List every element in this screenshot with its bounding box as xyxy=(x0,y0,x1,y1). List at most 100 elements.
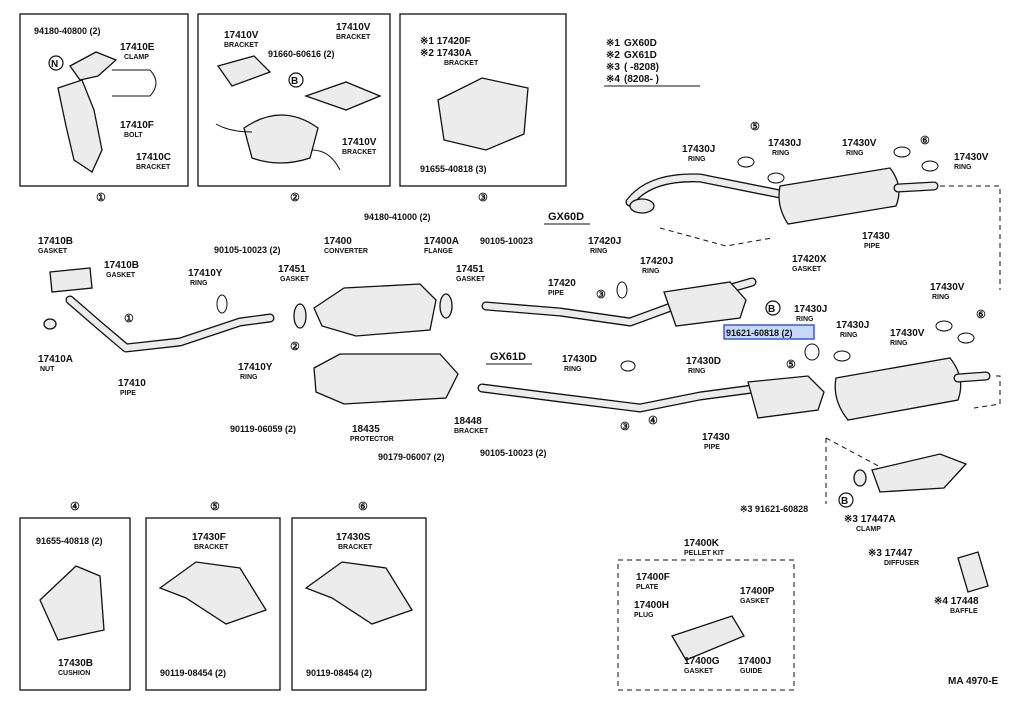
label-90179[interactable]: 90179-06007 (2) xyxy=(378,452,445,462)
label-90119-a[interactable]: 90119-06059 (2) xyxy=(230,424,296,434)
front-pipe-assembly: 17410B GASKET 17410B GASKET 17410A NUT ①… xyxy=(38,236,310,397)
label-17451-b-name: GASKET xyxy=(456,276,486,283)
label-17430j-b-name: RING xyxy=(772,150,790,157)
label-17430d-b[interactable]: 17430D xyxy=(686,356,721,367)
label-17420j-a[interactable]: 17420J xyxy=(588,236,621,247)
bracket-17410c-shape xyxy=(57,79,103,173)
legend-row-2-text: GX61D xyxy=(624,50,657,61)
label-17410y-b[interactable]: 17410Y xyxy=(238,362,273,373)
label-17410b-a-name: GASKET xyxy=(38,248,68,255)
ref-6-mid: ⑥ xyxy=(976,309,986,321)
label-18435-name: PROTECTOR xyxy=(350,436,394,443)
label-91655-b[interactable]: 91655-40818 (2) xyxy=(36,536,103,546)
diffuser-shape xyxy=(871,453,968,493)
label-17430-a[interactable]: 17430 xyxy=(862,231,890,242)
label-17410v-c-name: BRACKET xyxy=(342,149,377,156)
label-17400f-name: PLATE xyxy=(636,584,659,591)
label-90105-b[interactable]: 90105-10023 xyxy=(480,236,533,246)
label-90119-b[interactable]: 90119-08454 (2) xyxy=(160,668,226,678)
label-91660[interactable]: 91660-60616 (2) xyxy=(268,49,335,59)
label-17420j-b[interactable]: 17420J xyxy=(640,256,673,267)
label-94180-40800[interactable]: 94180-40800 (2) xyxy=(34,26,101,36)
label-17430d-a[interactable]: 17430D xyxy=(562,354,597,365)
label-17430v-d[interactable]: 17430V xyxy=(890,328,925,339)
converter-shape xyxy=(313,283,437,337)
label-91621-b[interactable]: ※3 91621-60828 xyxy=(740,504,808,514)
label-17430b[interactable]: 17430B xyxy=(58,658,93,669)
label-17410[interactable]: 17410 xyxy=(118,378,146,389)
label-17410f[interactable]: 17410F xyxy=(120,120,154,131)
label-17447a[interactable]: ※3 17447A xyxy=(844,514,896,525)
label-17447-name: DIFFUSER xyxy=(884,560,919,567)
svg-text:N: N xyxy=(51,59,58,70)
label-17447[interactable]: ※3 17447 xyxy=(868,548,913,559)
label-17400k[interactable]: 17400K xyxy=(684,538,720,549)
label-17410v-a[interactable]: 17410V xyxy=(224,30,259,41)
inset-box-3: ※1 17420F ※2 17430A BRACKET 91655-40818 … xyxy=(399,13,567,204)
label-17430a-name: BRACKET xyxy=(444,60,479,67)
lower-muffler-assembly: GX61D 17430D RING 17430D RING ③ ④ 17430 … xyxy=(477,351,1001,451)
legend-row-3-mark: ※3 xyxy=(606,62,620,73)
label-17430v-c[interactable]: 17430V xyxy=(930,282,965,293)
label-17410v-b[interactable]: 17410V xyxy=(336,22,371,33)
ref-3-middle: ③ xyxy=(596,289,606,301)
label-17400j[interactable]: 17400J xyxy=(738,656,771,667)
label-17410v-b-name: BRACKET xyxy=(336,34,371,41)
label-17430v-b[interactable]: 17430V xyxy=(954,152,989,163)
label-17410b-b[interactable]: 17410B xyxy=(104,260,139,271)
label-17430a[interactable]: ※2 17430A xyxy=(420,48,472,59)
label-18448[interactable]: 18448 xyxy=(454,416,482,427)
label-17448[interactable]: ※4 17448 xyxy=(934,596,979,607)
label-17410a[interactable]: 17410A xyxy=(38,354,73,365)
label-91655-a[interactable]: 91655-40818 (3) xyxy=(420,164,487,174)
label-17410v-c[interactable]: 17410V xyxy=(342,137,377,148)
baffle-shape xyxy=(957,551,989,593)
legend-row-2-mark: ※2 xyxy=(606,50,620,61)
label-17400a[interactable]: 17400A xyxy=(424,236,459,247)
label-17430v-a[interactable]: 17430V xyxy=(842,138,877,149)
label-17430j-c-name: RING xyxy=(796,316,814,323)
label-17400-name: CONVERTER xyxy=(324,248,368,255)
label-17430j-a[interactable]: 17430J xyxy=(682,144,715,155)
label-17420f[interactable]: ※1 17420F xyxy=(420,36,471,47)
label-17400[interactable]: 17400 xyxy=(324,236,352,247)
label-17430-b[interactable]: 17430 xyxy=(702,432,730,443)
label-91621-a[interactable]: 91621-60818 (2) xyxy=(726,328,793,338)
label-17400f[interactable]: 17400F xyxy=(636,572,670,583)
label-17430s[interactable]: 17430S xyxy=(336,532,371,543)
label-90105-c[interactable]: 90105-10023 (2) xyxy=(480,448,547,458)
inset-box-6: ⑥ 17430S BRACKET 90119-08454 (2) xyxy=(291,501,427,691)
diagram-code: MA 4970-E xyxy=(948,676,999,687)
inset-ref-2: ② xyxy=(290,192,300,204)
label-17410e-name: CLAMP xyxy=(124,54,149,61)
label-17430j-b[interactable]: 17430J xyxy=(768,138,801,149)
label-90105-a[interactable]: 90105-10023 (2) xyxy=(214,245,281,255)
label-17451-b[interactable]: 17451 xyxy=(456,264,484,275)
label-17420x[interactable]: 17420X xyxy=(792,254,827,265)
label-17430f[interactable]: 17430F xyxy=(192,532,226,543)
label-17430v-b-name: RING xyxy=(954,164,972,171)
label-17400j-name: GUIDE xyxy=(740,668,763,675)
label-17410b-a[interactable]: 17410B xyxy=(38,236,73,247)
label-18435[interactable]: 18435 xyxy=(352,424,380,435)
label-17410e[interactable]: 17410E xyxy=(120,42,155,53)
label-17410c[interactable]: 17410C xyxy=(136,152,171,163)
label-17420[interactable]: 17420 xyxy=(548,278,576,289)
label-17410y-a[interactable]: 17410Y xyxy=(188,268,223,279)
label-17451-a-name: GASKET xyxy=(280,276,310,283)
label-17410f-name: BOLT xyxy=(124,132,143,139)
ref-2-main: ② xyxy=(290,341,300,353)
label-17400k-name: PELLET KIT xyxy=(684,550,725,557)
label-17430j-c[interactable]: 17430J xyxy=(794,304,827,315)
label-17451-a[interactable]: 17451 xyxy=(278,264,306,275)
label-17400h[interactable]: 17400H xyxy=(634,600,669,611)
label-90119-c[interactable]: 90119-08454 (2) xyxy=(306,668,372,678)
model-tag-gx61d: GX61D xyxy=(490,351,526,363)
label-17430b-name: CUSHION xyxy=(58,670,90,677)
label-17400p[interactable]: 17400P xyxy=(740,586,775,597)
label-17448-name: BAFFLE xyxy=(950,608,978,615)
label-17430j-d[interactable]: 17430J xyxy=(836,320,869,331)
label-17400g[interactable]: 17400G xyxy=(684,656,720,667)
label-94180-41000[interactable]: 94180-41000 (2) xyxy=(364,212,431,222)
